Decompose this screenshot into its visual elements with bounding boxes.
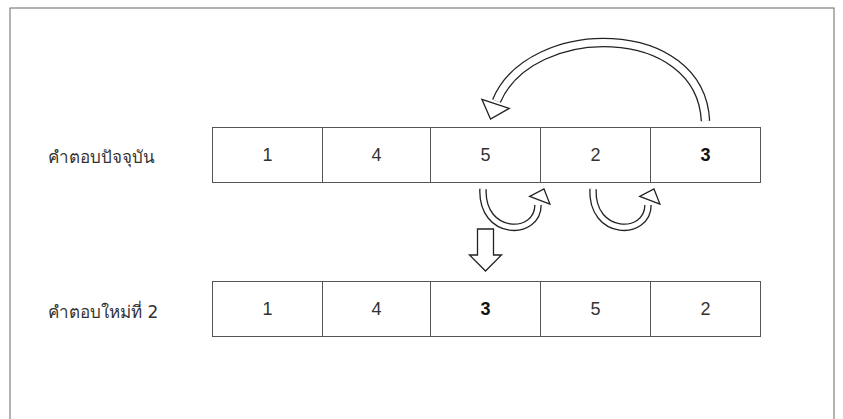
cell-value: 3	[480, 299, 490, 320]
cell-value: 3	[700, 145, 710, 166]
arrow-outline	[593, 189, 648, 227]
arrow-outline	[497, 43, 706, 121]
answer-cell: 5	[540, 281, 651, 337]
cell-value: 5	[590, 299, 600, 320]
arrow-body	[497, 43, 706, 121]
cell-value: 1	[262, 145, 272, 166]
answer-cell: 4	[322, 281, 431, 337]
move-arrow	[470, 229, 502, 271]
answer-cell: 4	[322, 127, 431, 183]
move-arrow	[593, 189, 660, 227]
arrow-outline	[483, 189, 538, 227]
arrow-head	[640, 189, 660, 204]
arrow-body	[593, 189, 648, 227]
cell-value: 4	[371, 299, 381, 320]
down-arrow	[470, 229, 502, 271]
arrow-head	[482, 99, 509, 119]
move-arrow	[482, 43, 706, 121]
outer-frame	[10, 8, 834, 419]
answer-cell: 1	[212, 127, 323, 183]
answer-cell: 1	[212, 281, 323, 337]
cell-value: 1	[262, 299, 272, 320]
cell-value: 5	[480, 145, 490, 166]
row-label: คำตอบใหม่ที่ 2	[48, 298, 158, 325]
answer-cell: 3	[430, 281, 541, 337]
row-label: คำตอบปัจจุบัน	[48, 143, 155, 170]
cell-value: 4	[371, 145, 381, 166]
answer-cell: 2	[650, 281, 761, 337]
answer-cell: 3	[650, 127, 761, 183]
cell-value: 2	[590, 145, 600, 166]
answer-cell: 5	[430, 127, 541, 183]
answer-cell: 2	[540, 127, 651, 183]
arrow-body	[483, 189, 538, 227]
arrow-head	[530, 189, 550, 204]
cell-value: 2	[700, 299, 710, 320]
move-arrow	[483, 189, 550, 227]
